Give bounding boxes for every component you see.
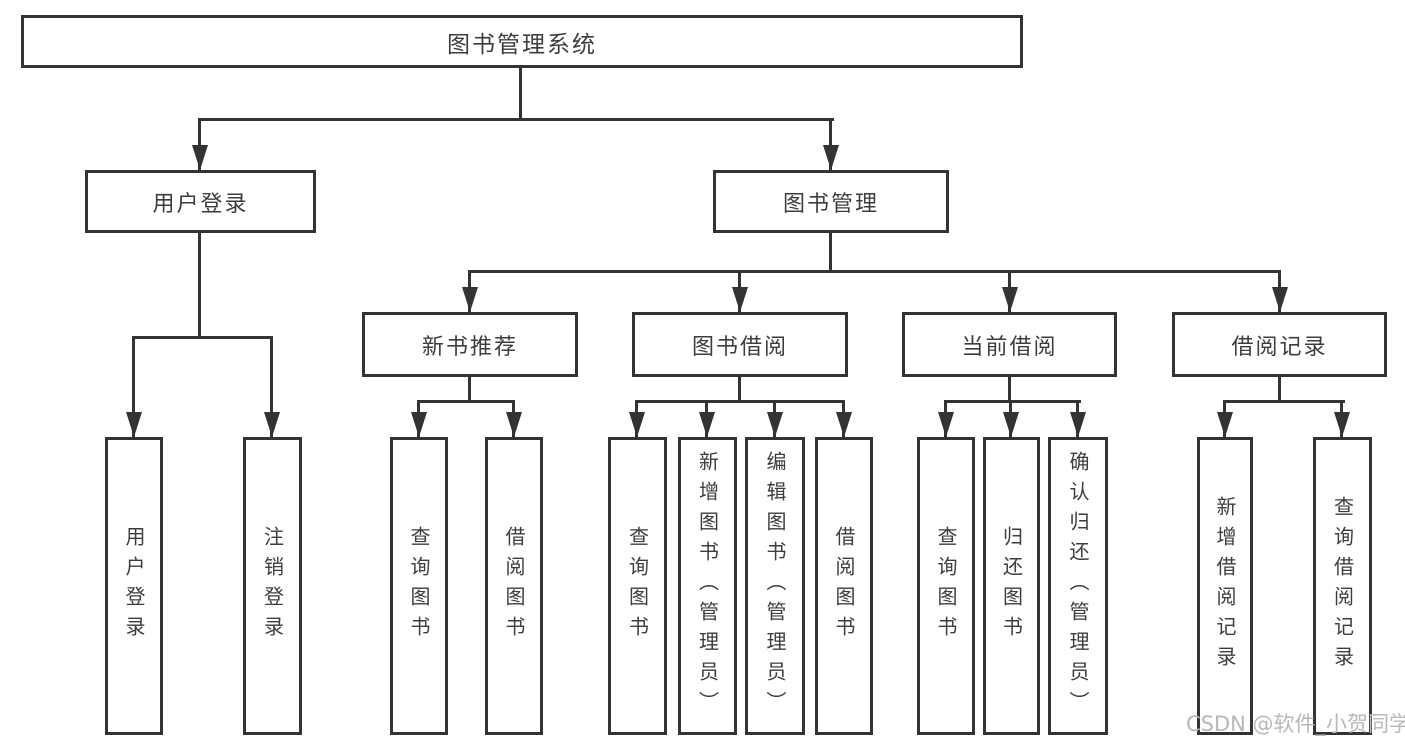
leaf-user-login: 用户登录 [105, 437, 163, 735]
leaf-logout: 注销登录 [243, 437, 302, 735]
node-borrow-record-label: 借阅记录 [1231, 334, 1328, 360]
connector-borrow-down [738, 377, 741, 403]
arrowhead-module3 [1002, 287, 1018, 312]
connector-modules-hline [468, 270, 1281, 273]
arrowhead-borrow-leaf2 [699, 412, 715, 437]
node-current-borrow-label: 当前借阅 [961, 334, 1058, 360]
leaf-current-confirm-admin: 确认归还（管理员） [1048, 437, 1108, 735]
node-current-borrow: 当前借阅 [902, 312, 1117, 377]
arrowhead-borrow-leaf3 [767, 412, 783, 437]
node-new-book-recommend-label: 新书推荐 [421, 334, 518, 360]
connector-user-login-stem [198, 118, 201, 170]
arrowhead-user-login [192, 145, 208, 170]
arrowhead-borrow-leaf1 [629, 412, 645, 437]
arrowhead-login-leaf2 [264, 412, 280, 437]
node-root-system: 图书管理系统 [21, 15, 1023, 68]
connector-root-stem [519, 68, 522, 121]
leaf-borrow-borrow-label: 借阅图书 [832, 526, 856, 646]
connector-login-leaf2-stem [270, 336, 273, 437]
csdn-watermark: CSDN @软件_小贺同学 [1186, 712, 1405, 736]
connector-borrow-hline [635, 400, 845, 403]
connector-newbook-hline [417, 400, 515, 403]
arrowhead-current-leaf3 [1070, 412, 1086, 437]
leaf-borrow-add-admin: 新增图书（管理员） [678, 437, 737, 735]
leaf-current-query-label: 查询图书 [934, 526, 958, 646]
connector-login-leaf1-stem [132, 336, 135, 437]
connector-book-mgmt-stem [829, 118, 832, 170]
leaf-newbook-query-label: 查询图书 [407, 526, 431, 646]
arrowhead-current-leaf2 [1003, 412, 1019, 437]
leaf-record-add-label: 新增借阅记录 [1213, 496, 1237, 676]
leaf-borrow-add-admin-label: 新增图书（管理员） [695, 451, 720, 721]
leaf-current-confirm-admin-label: 确认归还（管理员） [1066, 451, 1090, 721]
arrowhead-record-leaf1 [1217, 412, 1233, 437]
leaf-borrow-borrow: 借阅图书 [815, 437, 873, 735]
leaf-newbook-query: 查询图书 [390, 437, 448, 735]
connector-newbook-down [468, 377, 471, 403]
arrowhead-record-leaf2 [1334, 412, 1350, 437]
node-root-label: 图书管理系统 [447, 31, 597, 58]
arrowhead-newbook-leaf1 [411, 412, 427, 437]
node-book-mgmt-label: 图书管理 [782, 191, 879, 217]
leaf-record-query: 查询借阅记录 [1313, 437, 1372, 735]
leaf-record-add: 新增借阅记录 [1197, 437, 1253, 735]
node-new-book-recommend: 新书推荐 [362, 312, 578, 377]
connector-user-login-down [198, 233, 201, 339]
leaf-borrow-query: 查询图书 [608, 437, 667, 735]
arrowhead-borrow-leaf4 [836, 412, 852, 437]
node-book-borrow: 图书借阅 [632, 312, 848, 377]
connector-user-login-hline [132, 336, 273, 339]
connector-current-hline [944, 400, 1081, 403]
leaf-borrow-edit-admin-label: 编辑图书（管理员） [763, 451, 787, 721]
leaf-newbook-borrow: 借阅图书 [485, 437, 543, 735]
connector-current-down [1008, 377, 1011, 403]
connector-record-hline [1223, 400, 1345, 403]
node-borrow-record: 借阅记录 [1172, 312, 1387, 377]
arrowhead-current-leaf1 [938, 412, 954, 437]
leaf-user-login-label: 用户登录 [122, 526, 146, 646]
leaf-newbook-borrow-label: 借阅图书 [502, 526, 526, 646]
leaf-current-return: 归还图书 [983, 437, 1040, 735]
arrowhead-module1 [462, 287, 478, 312]
arrowhead-book-mgmt [823, 145, 839, 170]
arrowhead-module4 [1272, 287, 1288, 312]
arrowhead-login-leaf1 [126, 412, 142, 437]
leaf-borrow-query-label: 查询图书 [625, 526, 650, 646]
leaf-current-query: 查询图书 [917, 437, 975, 735]
arrowhead-newbook-leaf2 [506, 412, 522, 437]
arrowhead-module2 [732, 287, 748, 312]
connector-level2-hline [198, 118, 834, 121]
node-user-login-label: 用户登录 [152, 191, 249, 217]
leaf-current-return-label: 归还图书 [999, 526, 1024, 646]
leaf-record-query-label: 查询借阅记录 [1330, 496, 1355, 676]
leaf-borrow-edit-admin: 编辑图书（管理员） [745, 437, 805, 735]
connector-book-mgmt-down [829, 233, 832, 273]
leaf-logout-label: 注销登录 [260, 526, 285, 646]
node-book-mgmt: 图书管理 [713, 170, 949, 233]
connector-record-down [1278, 377, 1281, 403]
node-user-login: 用户登录 [85, 170, 316, 233]
node-book-borrow-label: 图书借阅 [691, 334, 788, 360]
